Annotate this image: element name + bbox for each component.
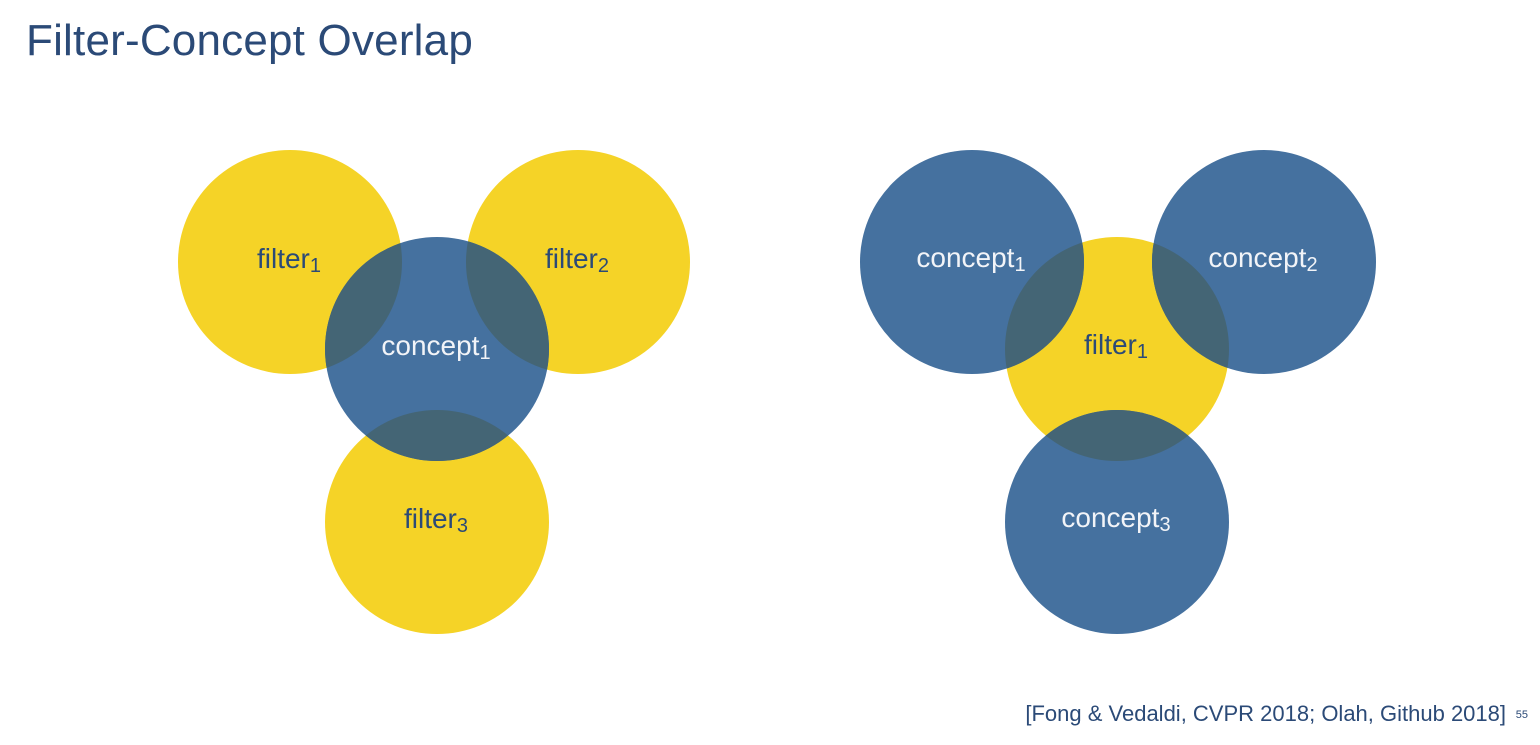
left-overlap-filter1 bbox=[325, 237, 402, 374]
slide-title: Filter-Concept Overlap bbox=[26, 16, 473, 65]
left-filter1-label: filter1 bbox=[257, 243, 321, 277]
left-filter3-label: filter3 bbox=[404, 503, 468, 537]
right-concept2-label: concept2 bbox=[1208, 242, 1317, 276]
right-overlap-concept2 bbox=[1152, 237, 1229, 374]
left-concept1-label: concept1 bbox=[381, 330, 490, 364]
left-filter2-label: filter2 bbox=[545, 243, 609, 277]
left-diagram: filter1 filter2 concept1 filter3 bbox=[178, 150, 690, 634]
page-number: 55 bbox=[1515, 709, 1528, 721]
right-filter1-label: filter1 bbox=[1084, 329, 1148, 363]
right-overlap-concept1 bbox=[1005, 237, 1084, 374]
right-diagram: concept1 concept2 filter1 concept3 bbox=[860, 150, 1376, 634]
right-concept1-label: concept1 bbox=[916, 242, 1025, 276]
left-overlap-filter2 bbox=[466, 237, 549, 374]
left-filter3-circle bbox=[325, 410, 549, 634]
right-concept3-label: concept3 bbox=[1061, 502, 1170, 536]
right-concept3-circle bbox=[1005, 410, 1229, 634]
citation: [Fong & Vedaldi, CVPR 2018; Olah, Github… bbox=[1025, 701, 1506, 726]
